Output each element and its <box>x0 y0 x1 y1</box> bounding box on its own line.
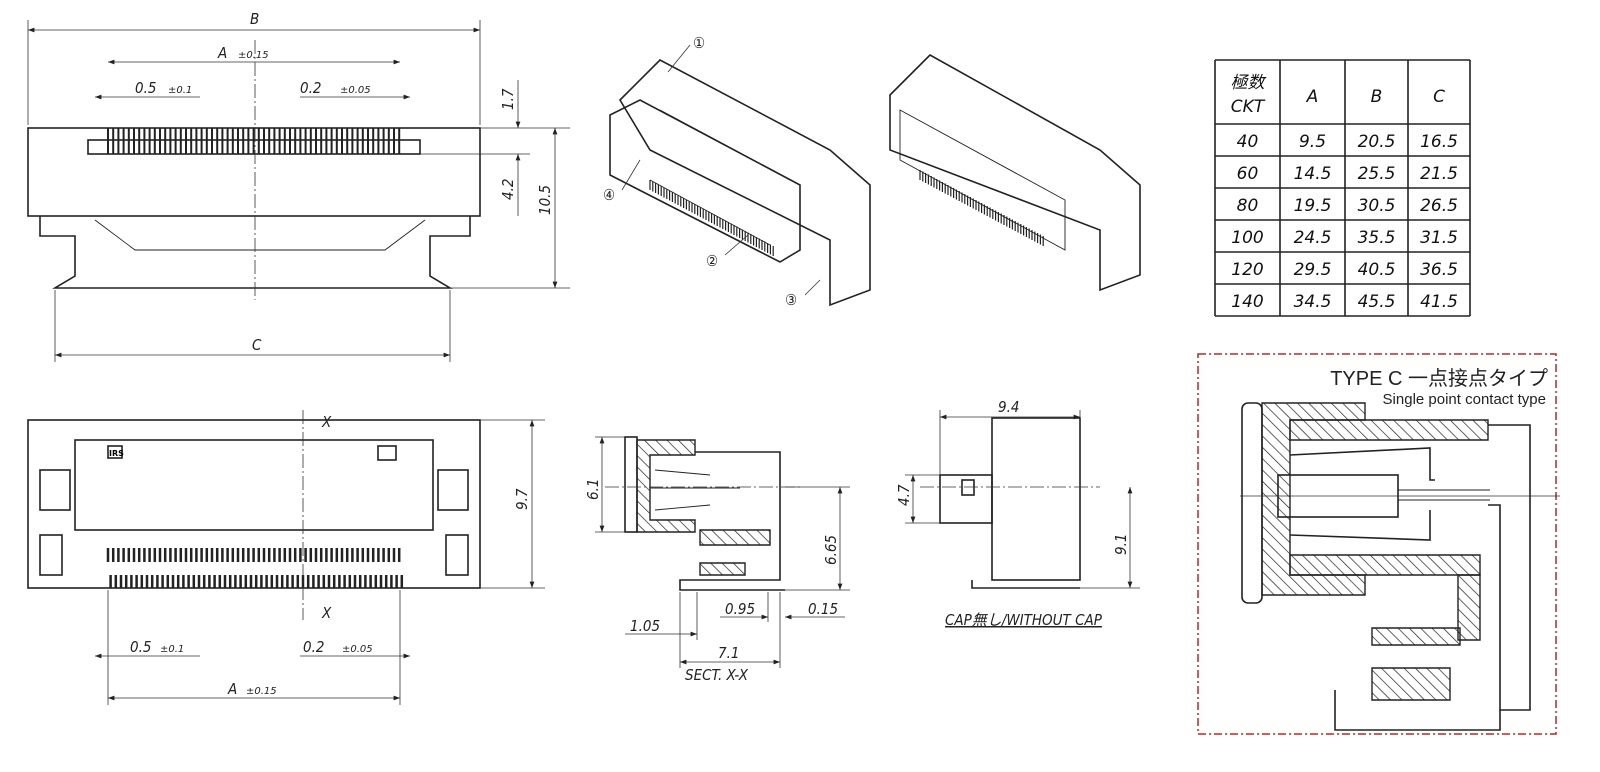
table-cell: 35.5 <box>1358 228 1396 248</box>
table-cell: 120 <box>1231 260 1263 280</box>
table-cell: 30.5 <box>1358 196 1396 216</box>
table-cell: 19.5 <box>1294 196 1332 216</box>
dim-7-1: 7.1 <box>718 644 739 662</box>
dim-6-65: 6.65 <box>822 535 840 565</box>
bottom-pitch-left-tol: ±0.1 <box>160 644 184 655</box>
table-cell: 41.5 <box>1420 292 1458 312</box>
dim-10-5: 10.5 <box>536 185 554 215</box>
dim-6-1: 6.1 <box>584 479 602 500</box>
callout-2: ② <box>706 252 718 270</box>
table-cell: 40.5 <box>1358 260 1396 280</box>
table-cell: 29.5 <box>1294 260 1332 280</box>
table-cell: 25.5 <box>1358 164 1396 184</box>
table-cell: 21.5 <box>1420 164 1458 184</box>
dim-9-4: 9.4 <box>998 398 1019 416</box>
detail-title: TYPE C 一点接点タイプ <box>1330 367 1548 390</box>
callout-4: ④ <box>603 186 615 204</box>
table-header-b: B <box>1371 87 1383 107</box>
section-mark-top: X <box>321 413 332 431</box>
table-header-ckt: CKT <box>1231 97 1266 117</box>
detail-type-c: TYPE C 一点接点タイプ Single point contact type <box>1197 353 1560 735</box>
table-cell: 24.5 <box>1294 228 1332 248</box>
bottom-pitch-right-tol: ±0.05 <box>342 644 373 655</box>
pitch-right: 0.2 <box>300 79 321 97</box>
cap-caption: CAP無し/WITHOUT CAP <box>945 611 1103 629</box>
bottom-view: IRS X X 9.7 0.5 ±0.1 0.2 ±0.05 A ±0.15 <box>27 410 545 705</box>
isometric-view-without-cap <box>889 54 1141 292</box>
pitch-right-tol: ±0.05 <box>340 85 371 96</box>
table-cell: 14.5 <box>1294 164 1332 184</box>
table-header-poles: 極数 <box>1231 73 1267 93</box>
detail-border <box>1197 353 1557 735</box>
table-cell: 26.5 <box>1420 196 1458 216</box>
bottom-pitch-right: 0.2 <box>303 638 324 656</box>
callout-3: ③ <box>785 291 797 309</box>
bottom-dim-a: A <box>227 680 237 698</box>
dimension-table: 極数 CKT A B C 40 9.5 20.5 16.5 60 14.5 25.5 21.5 80 19.… <box>1214 59 1471 317</box>
dim-9-7: 9.7 <box>513 488 531 510</box>
table-cell: 60 <box>1237 164 1259 184</box>
dim-a: A <box>217 44 227 62</box>
section-view: 6.1 6.65 1.05 0.95 0.15 7.1 SECT. X-X <box>584 436 850 684</box>
dim-c: C <box>252 336 262 354</box>
section-mark-bottom: X <box>321 604 332 622</box>
dim-4-2: 4.2 <box>499 179 517 200</box>
isometric-view-with-cap: ① ② ③ ④ <box>603 34 871 309</box>
dim-0-15: 0.15 <box>808 600 838 618</box>
dim-9-1: 9.1 <box>1112 534 1130 555</box>
table-cell: 45.5 <box>1358 292 1396 312</box>
table-cell: 36.5 <box>1420 260 1458 280</box>
dim-a-tol: ±0.15 <box>238 50 269 61</box>
dim-1-7: 1.7 <box>499 88 517 110</box>
section-caption: SECT. X-X <box>685 666 749 684</box>
table-cell: 140 <box>1231 292 1263 312</box>
table-cell: 100 <box>1231 228 1263 248</box>
without-cap-view: 9.4 4.7 9.1 CAP無し/WITHOUT CAP <box>895 398 1140 629</box>
dim-b: B <box>250 10 259 28</box>
bottom-pitch-left: 0.5 <box>130 638 151 656</box>
dim-1-05: 1.05 <box>630 617 660 635</box>
pitch-left-tol: ±0.1 <box>168 85 192 96</box>
table-header-a: A <box>1306 87 1319 107</box>
table-cell: 31.5 <box>1420 228 1458 248</box>
table-cell: 9.5 <box>1299 132 1326 152</box>
callout-1: ① <box>693 34 705 52</box>
table-cell: 40 <box>1237 132 1259 152</box>
table-cell: 34.5 <box>1294 292 1332 312</box>
table-header-c: C <box>1433 87 1445 107</box>
bottom-dim-a-tol: ±0.15 <box>246 686 277 697</box>
table-cell: 80 <box>1237 196 1259 216</box>
dim-4-7: 4.7 <box>895 484 913 506</box>
table-cell: 16.5 <box>1420 132 1458 152</box>
dim-0-95: 0.95 <box>725 600 755 618</box>
pitch-left: 0.5 <box>135 79 156 97</box>
table-cell: 20.5 <box>1358 132 1396 152</box>
irs-logo: IRS <box>109 449 124 458</box>
detail-subtitle: Single point contact type <box>1383 391 1546 408</box>
top-view: B A ±0.15 0.5 ±0.1 0.2 ±0.05 10.5 1.7 4.… <box>27 10 570 362</box>
